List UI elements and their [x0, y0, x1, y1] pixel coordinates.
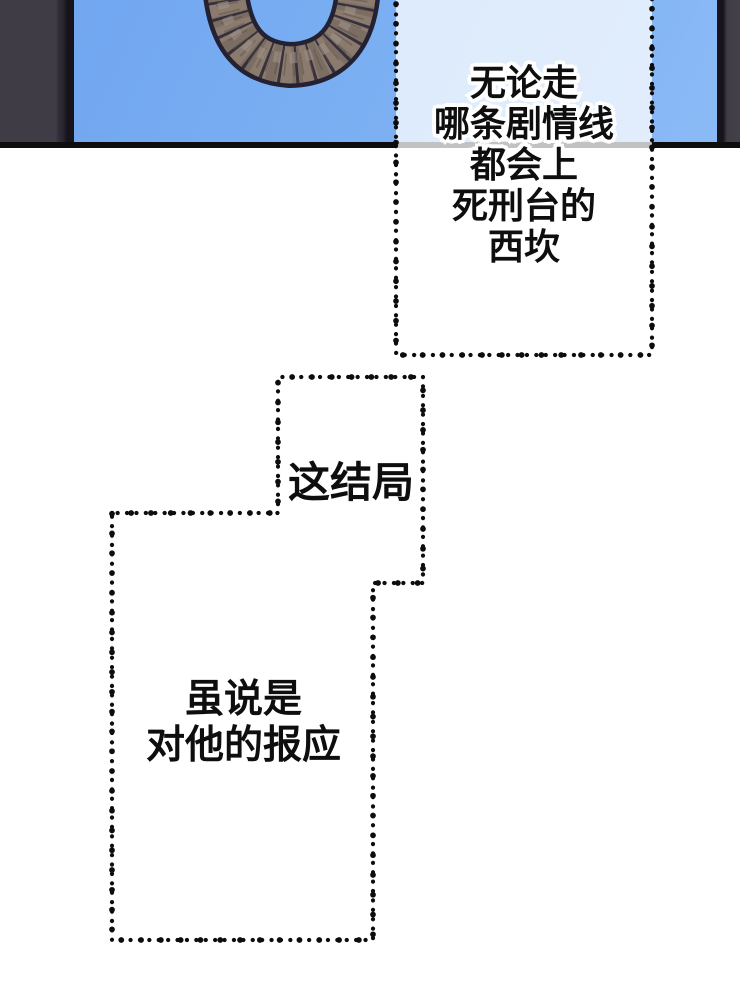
bubble-3-text: 虽说是 对他的报应 — [143, 674, 344, 771]
speech-bubble-2-3 — [112, 377, 423, 940]
bubble-2-text: 这结局 — [285, 458, 417, 508]
bubble-1-text: 无论走 哪条剧情线 都会上 死刑台的 西坎 — [431, 60, 617, 271]
noose-rope-icon — [203, 0, 380, 89]
gallows-post-left — [0, 0, 74, 142]
speech-bubble-1 — [396, 0, 652, 355]
gallows-post-right — [717, 0, 740, 142]
